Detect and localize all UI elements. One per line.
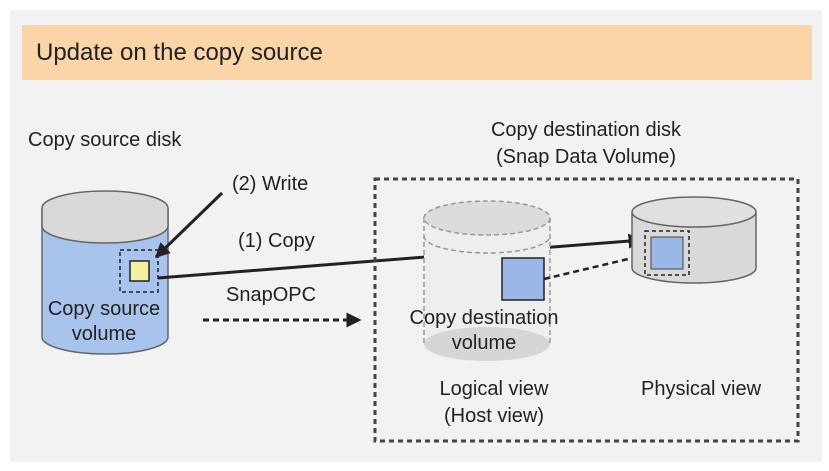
- logical-volume-cylinder: [423, 200, 551, 361]
- destination-volume-label: Copy destination: [409, 307, 559, 329]
- source-disk-label: Copy source disk: [28, 129, 182, 151]
- source-disk-cylinder: [41, 190, 169, 355]
- destination-disk-label: Copy destination disk: [490, 119, 682, 141]
- snapopc-label: SnapOPC: [226, 284, 317, 306]
- write-label: (2) Write: [232, 173, 309, 195]
- write-arrow: [154, 191, 224, 259]
- written-block: [129, 260, 150, 282]
- source-volume-label: Copy source: [47, 298, 161, 320]
- destination-disk-sublabel: (Snap Data Volume): [495, 146, 677, 168]
- destination-volume-sublabel: volume: [451, 332, 517, 354]
- logical-view-sublabel: (Host view): [443, 405, 545, 427]
- destination-disk-boundary: [373, 177, 800, 443]
- physical-block: [650, 236, 684, 270]
- physical-view-label: Physical view: [640, 378, 762, 400]
- title-banner: Update on the copy source: [22, 25, 812, 80]
- source-volume-sublabel: volume: [71, 323, 137, 345]
- source-block-outline: [119, 249, 159, 293]
- copy-label: (1) Copy: [238, 230, 315, 252]
- logical-block: [501, 257, 545, 301]
- physical-block-outline: [644, 230, 690, 276]
- mapping-link: [543, 253, 646, 281]
- diagram-title: Update on the copy source: [36, 39, 323, 66]
- logical-view-label: Logical view: [439, 378, 549, 400]
- copy-arrow: [157, 233, 644, 280]
